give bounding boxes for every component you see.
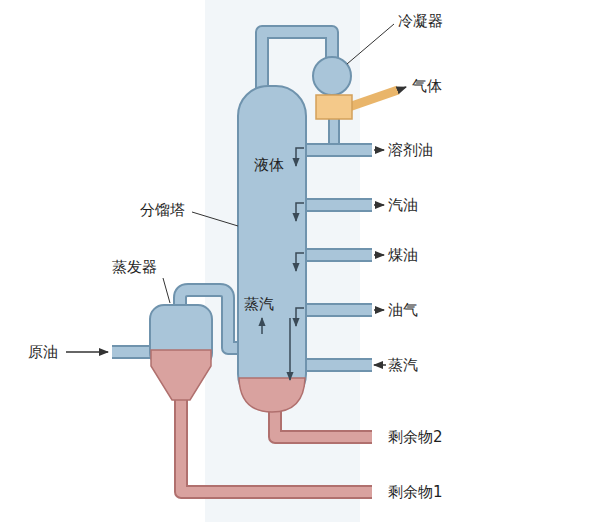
part-label: 蒸汽 (388, 356, 418, 374)
column-residue (239, 378, 305, 412)
part-label: 冷凝器 (398, 12, 443, 30)
outflow-arrow (374, 254, 384, 256)
reflux-arrow (296, 203, 304, 221)
side-pipe (296, 143, 372, 157)
reflux-arrow (296, 148, 304, 166)
outflow-arrow (374, 309, 384, 311)
part-label: 蒸发器 (112, 258, 157, 276)
reflux-arrow (296, 253, 304, 271)
vapor-arrow (261, 318, 263, 334)
condenser-tray (316, 95, 352, 119)
part-label: 原油 (28, 343, 58, 361)
part-label: 蒸汽 (244, 295, 274, 313)
side-pipe (296, 303, 372, 317)
inflow-arrow (374, 364, 386, 366)
outflow-arrow (374, 204, 384, 206)
crude-arrow (66, 351, 108, 353)
part-label: 液体 (254, 156, 284, 174)
side-pipe (296, 145, 372, 155)
part-label: 气体 (412, 77, 442, 95)
condenser-symbol (313, 57, 351, 95)
side-pipe (296, 360, 372, 370)
part-label: 剩余物2 (388, 428, 443, 446)
evaporator-residue (151, 350, 211, 400)
side-pipe (296, 248, 372, 262)
inner-arrows (296, 148, 304, 326)
gas-arrow (398, 87, 406, 90)
side-pipe (296, 358, 372, 372)
outflow-arrow (374, 149, 384, 151)
column-body (238, 86, 306, 404)
reflux-arrow (296, 308, 304, 326)
side-pipes (296, 150, 386, 365)
leader-lines (163, 24, 394, 303)
side-pipe (296, 250, 372, 260)
side-pipe (296, 200, 372, 210)
part-label: 煤油 (388, 246, 418, 264)
side-pipe (296, 198, 372, 212)
side-pipe (296, 305, 372, 315)
liquid-arrow (289, 318, 291, 380)
part-label: 分馏塔 (140, 201, 185, 219)
part-label: 汽油 (388, 196, 418, 214)
part-label: 溶剂油 (388, 141, 433, 159)
part-label: 剩余物1 (388, 483, 443, 501)
gas-pipe (346, 90, 398, 108)
part-label: 油气 (388, 301, 418, 319)
